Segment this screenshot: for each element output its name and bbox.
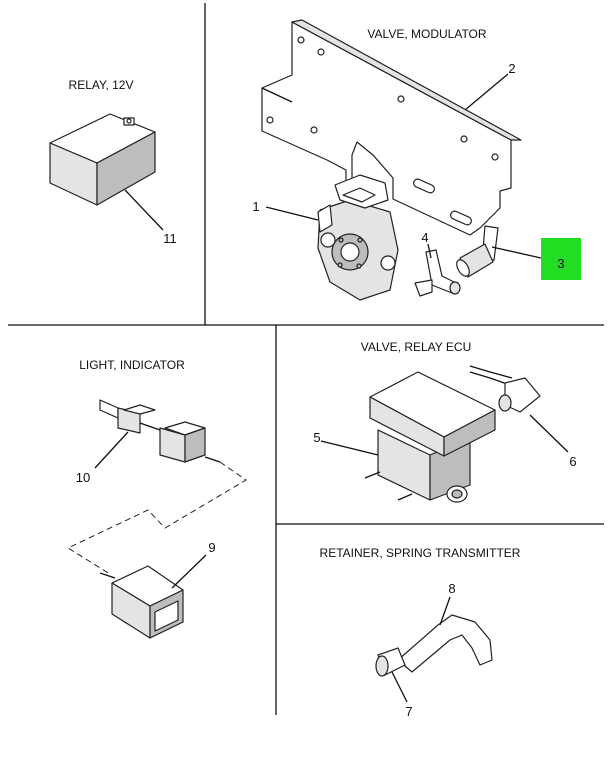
- leader-7: [391, 671, 408, 703]
- leader-1: [265, 206, 319, 221]
- callout-6: 6: [569, 454, 576, 469]
- relay-12v-part: [49, 113, 156, 206]
- leader-5: [320, 440, 379, 456]
- callout-3[interactable]: 3: [557, 256, 564, 271]
- relay-ecu-fitting-part: [469, 365, 541, 413]
- leader-2: [464, 73, 509, 111]
- highlight-box-3[interactable]: [541, 238, 581, 280]
- sensor-fitting-part: [456, 225, 499, 278]
- leader-11: [124, 189, 164, 231]
- leader-8: [439, 596, 451, 626]
- leader-6: [529, 414, 569, 453]
- callout-7: 7: [405, 704, 412, 719]
- callout-4: 4: [421, 230, 428, 245]
- title-retainer-spring-transmitter: RETAINER, SPRING TRANSMITTER: [320, 546, 521, 560]
- spring-retainer-part: [375, 614, 493, 677]
- leader-9: [171, 554, 207, 589]
- elbow-fitting-part: [414, 249, 461, 297]
- callout-11: 11: [163, 231, 177, 246]
- title-relay-12v: RELAY, 12V: [69, 78, 134, 92]
- callout-9: 9: [208, 540, 215, 555]
- callout-5: 5: [313, 430, 320, 445]
- leader-10: [94, 431, 129, 469]
- title-valve-relay-ecu: VALVE, RELAY ECU: [361, 340, 472, 354]
- title-valve-modulator: VALVE, MODULATOR: [367, 27, 486, 41]
- callout-1: 1: [252, 199, 259, 214]
- wire-dashed-route: [66, 461, 247, 575]
- indicator-lamp-part: [99, 565, 184, 639]
- relay-ecu-valve-part: [364, 371, 496, 503]
- modulator-valve-part: [317, 174, 399, 301]
- title-light-indicator: LIGHT, INDICATOR: [79, 358, 185, 372]
- leader-3: [491, 246, 542, 259]
- indicator-connector-part: [99, 399, 221, 463]
- leader-4: [427, 243, 432, 259]
- callout-2: 2: [508, 61, 515, 76]
- callout-10: 10: [76, 470, 90, 485]
- callout-8: 8: [448, 581, 455, 596]
- mounting-bracket-part: [261, 19, 522, 236]
